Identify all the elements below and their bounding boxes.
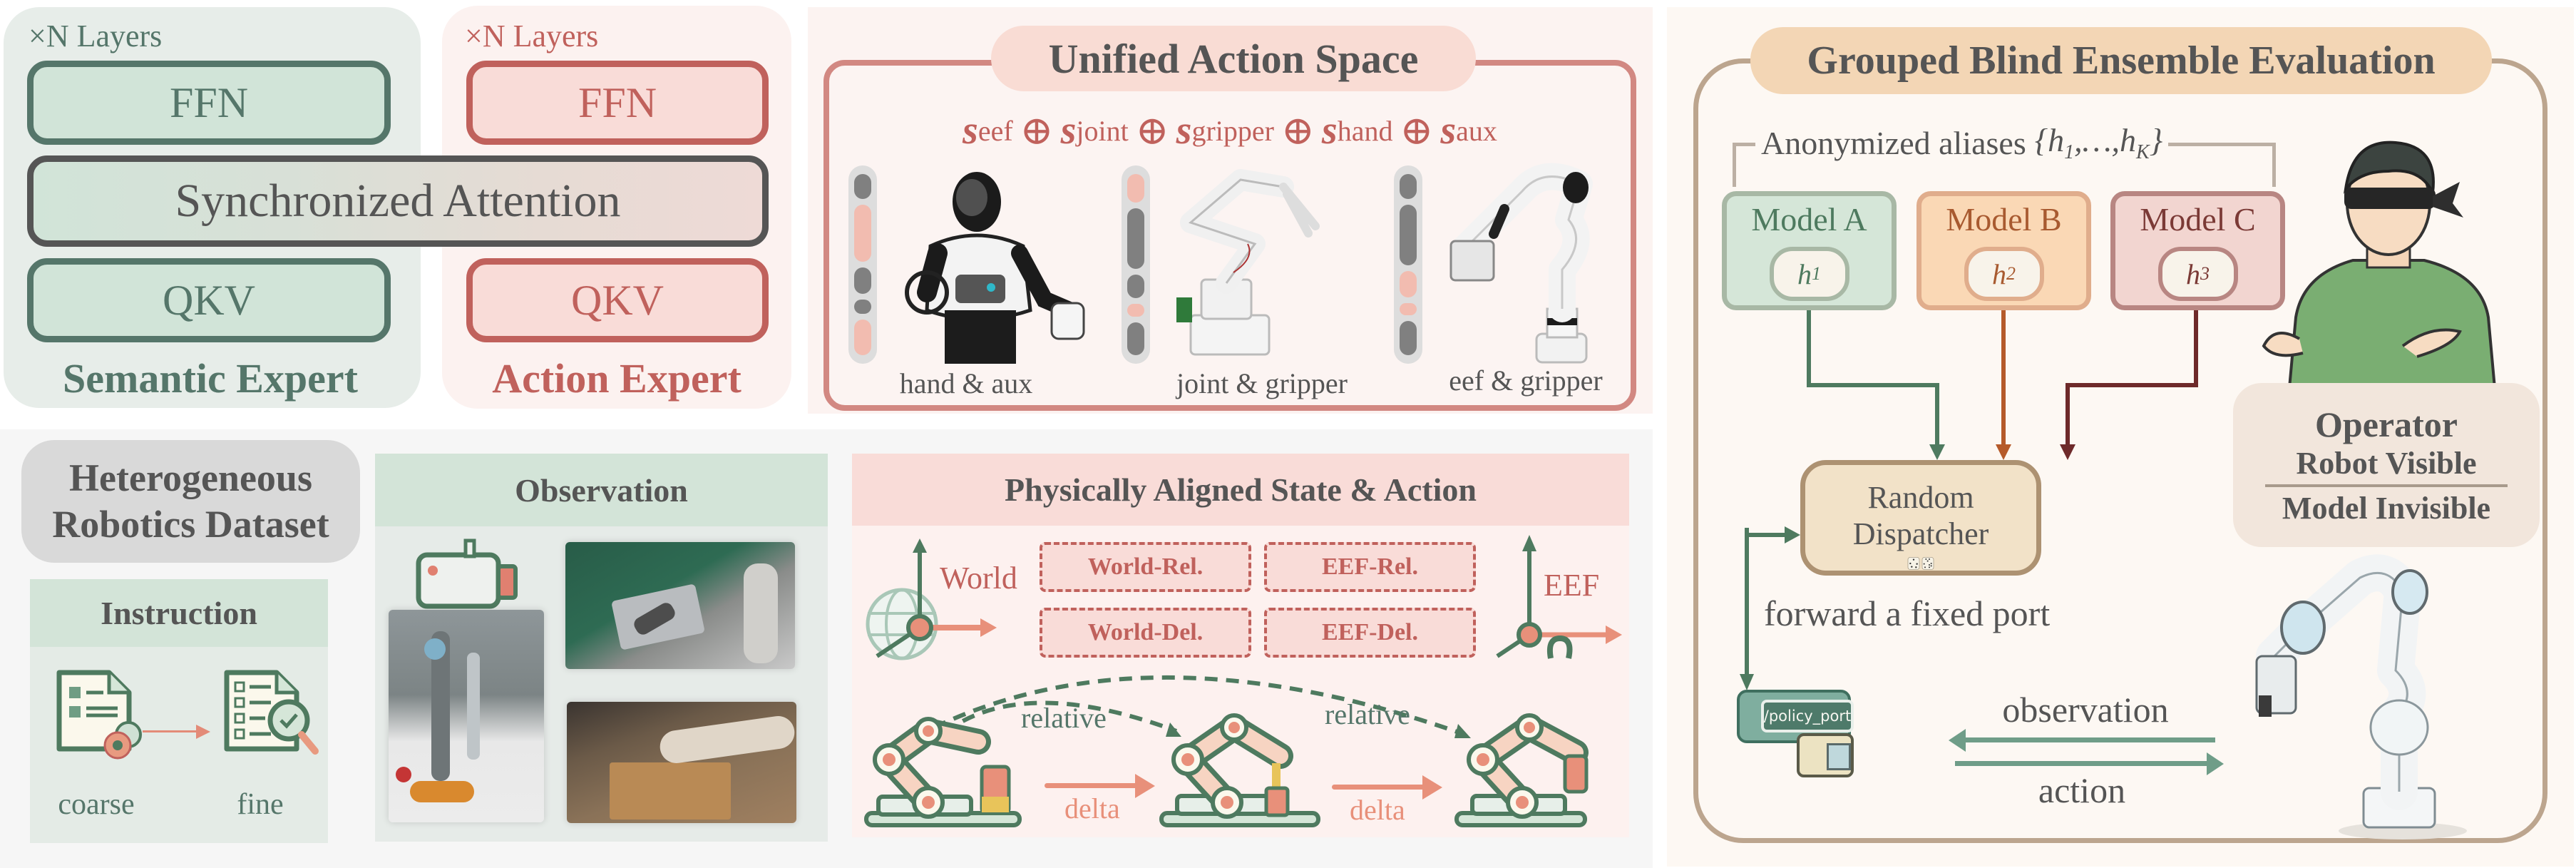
delta-arrowhead-2 [1422, 775, 1442, 800]
term-hand: hand [1337, 114, 1393, 147]
semantic-ffn-block: FFN [27, 61, 391, 145]
robot-arm-illustration [2255, 554, 2467, 839]
delta-label-1: delta [1064, 792, 1120, 824]
term-joint: joint [1076, 114, 1129, 147]
policy-port-connector[interactable]: /policy_port [1737, 690, 1854, 743]
dice-icon [1907, 557, 1934, 570]
action-arrow [1955, 761, 2208, 766]
action-ffn-block: FFN [466, 61, 769, 145]
operator-box: Operator Robot Visible Model Invisible [2233, 383, 2540, 547]
robot-arm-state-3-icon [1454, 713, 1589, 827]
world-del-box: World-Del. [1040, 608, 1251, 658]
policy-port-label: /policy_port [1761, 700, 1854, 732]
blindfolded-operator-illustration [2262, 141, 2498, 396]
evaluation-title: Grouped Blind Ensemble Evaluation [1750, 27, 2492, 94]
robot-arm-state-2-icon [1159, 713, 1320, 827]
observation-label: observation [2002, 690, 2169, 730]
model-c-name: Model C [2140, 201, 2256, 238]
fine-checklist-icon [224, 670, 319, 755]
physically-aligned-title: Physically Aligned State & Action [852, 454, 1629, 526]
robot-caption-humanoid: hand & aux [899, 367, 1033, 399]
observation-arrowhead [1949, 729, 1966, 752]
eef-rel-box: EEF-Rel. [1264, 542, 1476, 592]
oplus-symbol: ⊕ [1020, 108, 1054, 153]
semantic-expert-title: Semantic Expert [63, 354, 358, 402]
robot-arm-state-1-icon [864, 717, 1022, 827]
relative-arcs [933, 675, 1471, 738]
observation-arrow [1962, 737, 2215, 742]
dataset-title: Heterogeneous Robotics Dataset [21, 440, 360, 563]
synchronized-attention-block: Synchronized Attention [27, 155, 769, 247]
desktop-arm-robot-image [1176, 169, 1320, 356]
eef-del-box: EEF-Del. [1264, 608, 1476, 658]
random-dispatcher-box: Random Dispatcher [1800, 460, 2041, 576]
term-eef: eef [977, 114, 1013, 147]
model-invisible-label: Model Invisible [2282, 491, 2491, 526]
term-gripper: gripper [1191, 114, 1274, 147]
state-vector-bar-franka [1394, 165, 1422, 364]
camera-icon [416, 538, 518, 609]
fine-label: fine [237, 788, 284, 821]
humanoid-robot-image [905, 172, 1085, 364]
observation-photo-ur-arm [389, 610, 544, 822]
operator-title: Operator [2315, 404, 2458, 444]
oplus-symbol: ⊕ [1281, 108, 1315, 153]
delta-arrow-1 [1045, 783, 1141, 788]
observation-photo-hand-scale [565, 542, 795, 669]
dispatcher-label: Random Dispatcher [1852, 480, 1989, 551]
alias-set: {h1,…,hK} [2034, 121, 2163, 164]
oplus-symbol: ⊕ [1135, 108, 1169, 153]
unified-action-space-title: Unified Action Space [991, 26, 1476, 91]
alias-label: Anonymized aliases {h1,…,hK} [1755, 121, 2169, 164]
robot-caption-franka: eef & gripper [1449, 364, 1603, 397]
eef-frame-icon [1496, 535, 1622, 659]
relative-label-2: relative [1325, 698, 1410, 730]
world-frame-icon [866, 538, 997, 660]
oplus-symbol: ⊕ [1400, 108, 1434, 153]
coarse-to-fine-arrowhead [196, 725, 210, 739]
world-frame-label: World [940, 561, 1017, 596]
action-expert-title: Action Expert [492, 354, 742, 402]
state-vector-bar-desktop-arm [1122, 165, 1150, 364]
model-a-name: Model A [1751, 201, 1867, 238]
delta-label-2: delta [1350, 794, 1405, 826]
operator-divider [2265, 484, 2508, 487]
term-aux: aux [1456, 114, 1497, 147]
observation-photo-cutting-board [567, 702, 797, 823]
state-vector-bar-humanoid [848, 165, 877, 364]
robot-caption-desktop-arm: joint & gripper [1176, 367, 1348, 399]
action-layers-label: ×N Layers [465, 19, 599, 53]
ethernet-plug-icon [1797, 733, 1854, 777]
port-down-arrow [1740, 528, 1754, 690]
robot-visible-label: Robot Visible [2296, 446, 2477, 481]
franka-arm-robot-image [1449, 163, 1593, 364]
action-qkv-block: QKV [466, 258, 769, 342]
semantic-qkv-block: QKV [27, 258, 391, 342]
dataset-title-line1: Heterogeneous [69, 456, 312, 500]
instruction-title: Instruction [30, 579, 328, 647]
coarse-to-fine-arrow [143, 730, 200, 732]
relative-label-1: relative [1021, 702, 1107, 734]
coarse-document-icon [56, 670, 142, 760]
dataset-title-line2: Robotics Dataset [52, 503, 329, 546]
coarse-label: coarse [58, 788, 135, 821]
alias-label-text: Anonymized aliases [1761, 124, 2026, 161]
observation-title: Observation [375, 454, 828, 526]
action-label: action [2038, 770, 2126, 810]
delta-arrow-2 [1332, 785, 1428, 790]
model-b-name: Model B [1946, 201, 2062, 238]
eef-frame-label: EEF [1544, 568, 1600, 603]
action-arrowhead [2207, 752, 2224, 775]
semantic-layers-label: ×N Layers [29, 19, 163, 53]
delta-arrowhead-1 [1135, 774, 1155, 798]
forward-port-label: forward a fixed port [1764, 593, 2051, 633]
world-rel-box: World-Rel. [1040, 542, 1251, 592]
